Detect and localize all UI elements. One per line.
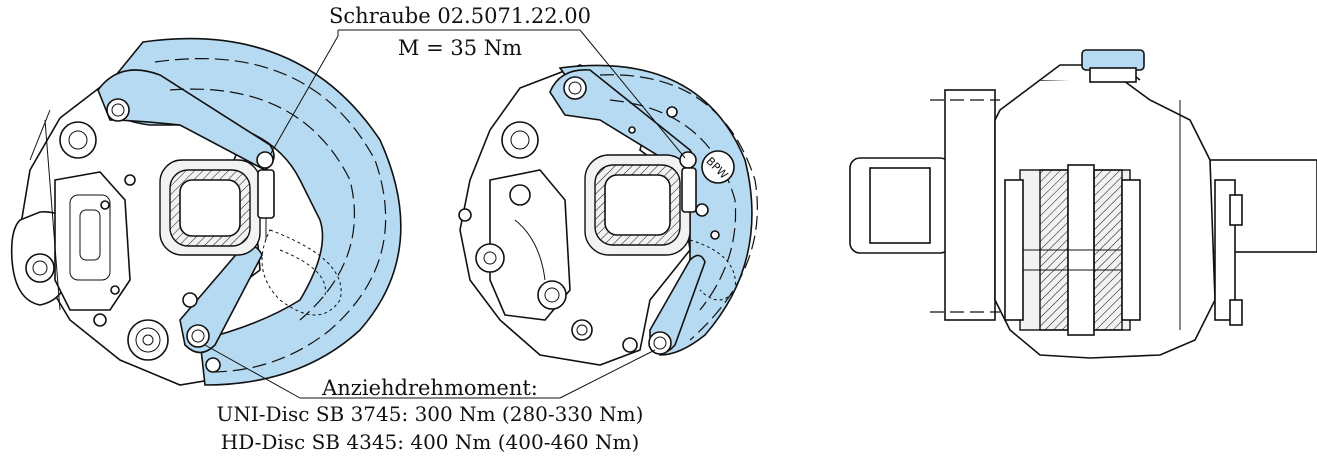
middle-brake-view: BPW [458,64,758,366]
uni-disc-torque-label: UNI-Disc SB 3745: 300 Nm (280-330 Nm) [216,402,644,426]
hd-disc-torque-label: HD-Disc SB 4345: 400 Nm (400-460 Nm) [220,430,640,454]
tightening-torque-title: Anziehdrehmoment: [322,376,538,400]
left-screw [256,151,274,169]
top-bracket [1081,49,1145,71]
middle-bolt-top [563,76,587,100]
screw-torque-label: M = 35 Nm [397,36,523,60]
bpw-logo [701,150,735,184]
middle-dashed-outer [599,74,758,341]
leader-lines [204,29,686,399]
middle-bolt-bottom [648,331,672,355]
torque-leader-left-bolt [204,344,301,399]
screw-leader-left [269,30,339,156]
right-side-view [849,49,1317,359]
left-dashed-inner [169,88,356,321]
torque-leader-right-bolt [559,349,656,399]
left-brake-view [10,37,402,386]
left-bolt-top [106,98,130,122]
screw-leader-right [579,29,686,159]
hub-flange [944,89,996,321]
left-dashed-outer [154,58,387,373]
left-bolt-bottom [186,324,210,348]
screw-part-number-label: Schraube 02.5071.22.00 [329,4,591,28]
